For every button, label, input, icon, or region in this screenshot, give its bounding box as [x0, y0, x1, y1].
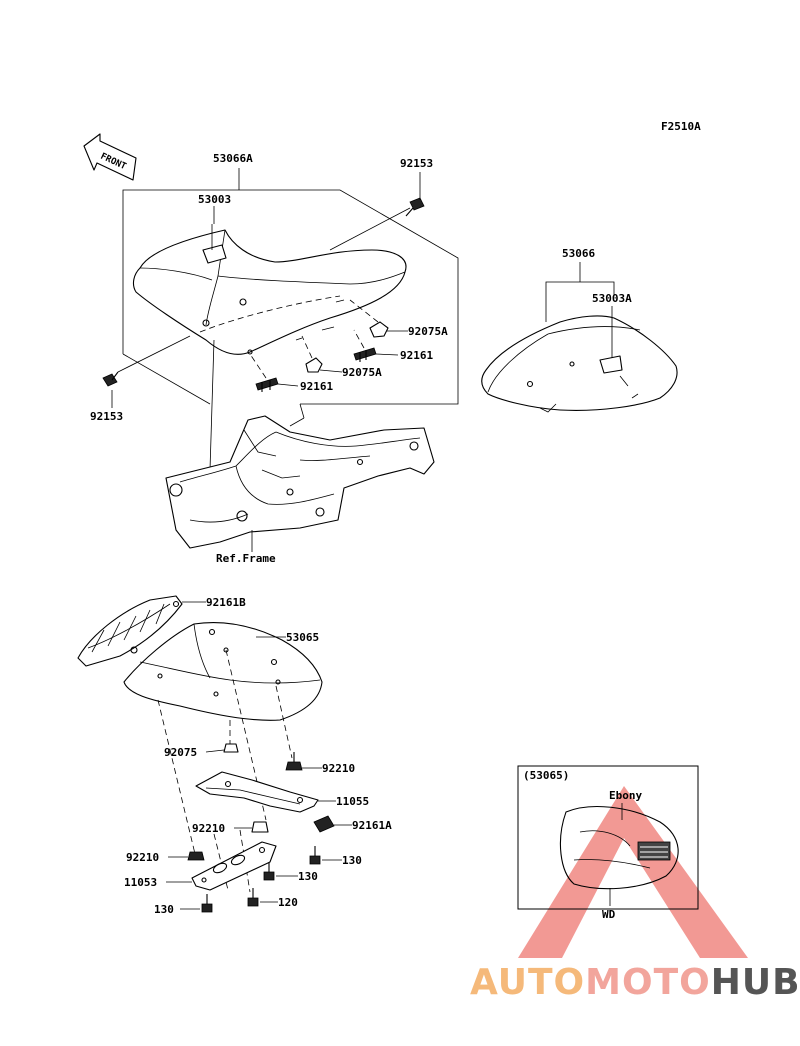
label-92075A-1: 92075A: [408, 325, 448, 338]
watermark-part-2: MOTO: [585, 962, 711, 1003]
rider-seat-group: 53066A 53003 92153 92153: [90, 152, 459, 471]
label-11053: 11053: [124, 876, 157, 889]
label-130-1: 130: [342, 854, 362, 867]
clip-92161-1-icon: [353, 347, 377, 362]
label-ref-frame: Ref.Frame: [216, 552, 276, 565]
label-130-3: 130: [154, 903, 174, 916]
label-130-2: 130: [298, 870, 318, 883]
label-53066: 53066: [562, 247, 595, 260]
watermark-text: AUTOMOTOHUB: [470, 962, 800, 1003]
svg-text:AUTOMOTOHUB: AUTOMOTOHUB: [470, 962, 800, 1003]
bolt-130-3-icon: [201, 894, 213, 913]
pad-92075A-2-icon: [305, 357, 323, 373]
label-11055: 11055: [336, 795, 369, 808]
label-53003: 53003: [198, 193, 231, 206]
bolt-130-2-icon: [263, 862, 275, 881]
clip-92161-2-icon: [255, 377, 279, 392]
label-92153-top: 92153: [400, 157, 433, 170]
bolt-92153-top-icon: [405, 197, 425, 217]
nut-92210-3-icon: [187, 851, 205, 861]
label-92161-1: 92161: [400, 349, 433, 362]
label-92161A: 92161A: [352, 819, 392, 832]
figure-code: F2510A: [661, 120, 701, 133]
label-120: 120: [278, 896, 298, 909]
label-92075A-2: 92075A: [342, 366, 382, 379]
frame-group: Ref.Frame: [165, 415, 435, 565]
bolt-130-1-icon: [309, 846, 321, 865]
inset-box: (53065) Ebony WD: [517, 765, 699, 921]
label-53003A: 53003A: [592, 292, 632, 305]
inset-variant: WD: [602, 908, 616, 921]
watermark-logo: [518, 786, 748, 958]
watermark-part-1: AUTO: [470, 962, 585, 1003]
label-92161-2: 92161: [300, 380, 333, 393]
inset-grille-icon: [637, 841, 671, 861]
seat-frame: [165, 415, 435, 549]
rider-seat: [132, 229, 407, 355]
label-92161B: 92161B: [206, 596, 246, 609]
passenger-seat: [481, 315, 678, 411]
label-92210-3: 92210: [126, 851, 159, 864]
bolt-120-icon: [247, 888, 259, 907]
label-92075: 92075: [164, 746, 197, 759]
label-53066A: 53066A: [213, 152, 253, 165]
watermark-triangle-icon: [518, 786, 748, 958]
label-92210-1: 92210: [322, 762, 355, 775]
front-arrow-icon: FRONT: [83, 133, 137, 181]
plate-11053: [191, 841, 277, 891]
bracket-11055: [195, 771, 319, 813]
inset-cowl: [559, 805, 679, 890]
passenger-seat-group: 53066 53003A: [481, 247, 678, 413]
watermark-part-3: HUB: [711, 962, 800, 1003]
pad-92075A-1-icon: [369, 321, 389, 338]
label-92210-2: 92210: [192, 822, 225, 835]
grommet-92075-icon: [223, 743, 239, 753]
nut-92210-1-icon: [285, 752, 303, 771]
inset-ref: (53065): [523, 769, 569, 782]
inset-color-label: Ebony: [609, 789, 642, 802]
nut-92210-2-icon: [251, 821, 269, 833]
seat-cowl-group: 92161B 53065 92075 92210: [77, 595, 392, 916]
pad-92161A-icon: [313, 815, 335, 833]
label-53065: 53065: [286, 631, 319, 644]
label-92153-left: 92153: [90, 410, 123, 423]
bolt-92153-left-icon: [102, 371, 119, 387]
